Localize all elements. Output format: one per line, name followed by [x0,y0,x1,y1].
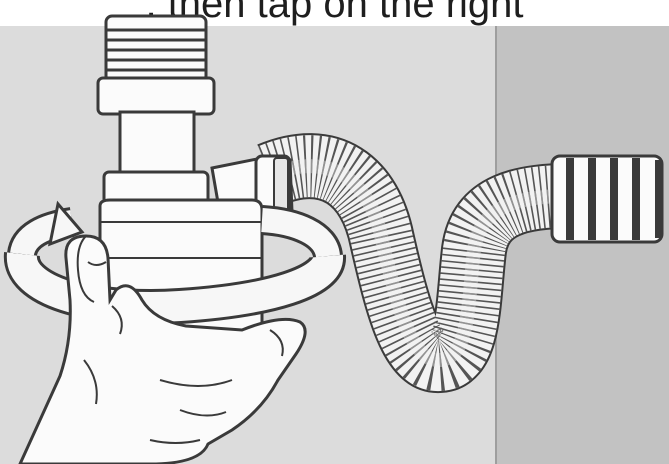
upper-nut [98,78,214,114]
wall-right [496,26,669,464]
vertical-tube [120,112,194,178]
hose-outlet-cuff [552,156,662,242]
